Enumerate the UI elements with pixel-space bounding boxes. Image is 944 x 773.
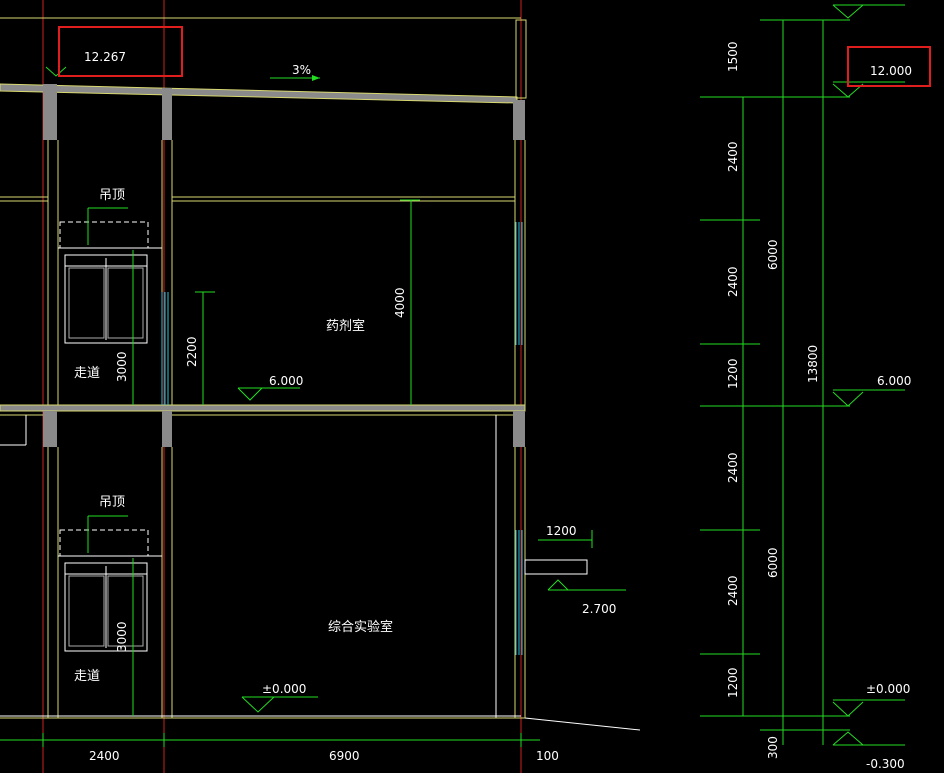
dim-text-right-overall: 13800 — [806, 345, 820, 383]
window-lower — [64, 562, 148, 652]
floor2-slab — [0, 404, 526, 718]
dim-text-right-seg-5: 2400 — [726, 452, 740, 483]
elevation-ground-right: ±0.000 — [866, 682, 910, 696]
room-label-lower: 综合实验室 — [328, 619, 393, 635]
dim-text-right-seg-6: 2400 — [726, 575, 740, 606]
window-pane — [107, 575, 144, 647]
window-pane — [68, 575, 105, 647]
glazing — [161, 222, 523, 655]
corridor-label-lower: 走道 — [74, 669, 100, 684]
highlight-box-roof-elevation — [58, 26, 183, 77]
floor2-slab-fill — [0, 404, 526, 412]
column-roof-a — [43, 84, 57, 140]
window-pane — [68, 267, 105, 339]
corridor-label-upper: 走道 — [74, 366, 100, 381]
column-f2-c — [513, 411, 525, 447]
level-mark-right-ground — [832, 701, 864, 717]
walls-upper — [0, 140, 526, 408]
corridor-windows — [64, 254, 148, 652]
dim-text-right-floor-1: 6000 — [766, 239, 780, 270]
level-mark-right-roof — [832, 83, 864, 98]
elevation-floor2-left: 6.000 — [269, 374, 303, 388]
dim-text-right-seg-2: 2400 — [726, 141, 740, 172]
column-f2-a — [43, 411, 57, 447]
dim-text-room-height-upper: 4000 — [393, 287, 407, 318]
level-mark-right-f2 — [832, 391, 864, 407]
dim-text-right-seg-7: 1200 — [726, 667, 740, 698]
ceiling-box — [59, 221, 149, 249]
level-mark-right-below — [832, 731, 864, 746]
column-f2-b — [162, 411, 172, 447]
elevation-below-right: -0.300 — [866, 757, 905, 771]
canopy — [524, 559, 641, 731]
ceiling-box — [59, 529, 149, 557]
elevation-roof-top: 12.267 — [84, 50, 126, 64]
room-label-upper: 药剂室 — [326, 318, 365, 334]
ground-slope — [524, 717, 641, 731]
ceiling-label-lower: 吊顶 — [99, 495, 125, 510]
dim-text-window-height: 2200 — [185, 336, 199, 367]
slope-arrow-head — [312, 75, 320, 81]
level-mark-roof — [45, 66, 67, 77]
level-mark-right-top — [832, 4, 864, 19]
walls-lower — [0, 447, 526, 719]
level-mark-ground — [241, 696, 275, 713]
elevation-ground-left: ±0.000 — [262, 682, 306, 696]
dim-text-right-seg-3: 2400 — [726, 266, 740, 297]
column-roof-c — [513, 100, 525, 140]
slope-label: 3% — [292, 63, 311, 77]
dim-text-corridor-lower: 3000 — [115, 621, 129, 652]
dimension-lines — [0, 4, 905, 747]
level-mark-canopy — [547, 579, 569, 591]
parapet-right — [515, 19, 527, 99]
elevation-floor2-right: 6.000 — [877, 374, 911, 388]
level-mark-f2 — [237, 387, 263, 401]
elevation-roof-right: 12.000 — [870, 64, 912, 78]
dim-text-bottom-1: 2400 — [89, 749, 120, 763]
column-roof-b — [162, 88, 172, 140]
ceiling-label-upper: 吊顶 — [99, 188, 125, 203]
highlight-box-right-elevation — [847, 46, 931, 87]
dim-text-right-seg-1: 1500 — [726, 41, 740, 72]
window-pane — [107, 267, 144, 339]
dim-text-bottom-2: 6900 — [329, 749, 360, 763]
dim-text-right-seg-8: 300 — [766, 736, 780, 759]
roof-slab — [0, 17, 527, 140]
dim-text-canopy-width: 1200 — [546, 524, 577, 538]
dim-text-corridor-upper: 3000 — [115, 351, 129, 382]
dim-text-right-seg-4: 1200 — [726, 358, 740, 389]
dim-text-right-floor-2: 6000 — [766, 547, 780, 578]
canopy-slab — [524, 559, 588, 575]
elevation-canopy: 2.700 — [582, 602, 616, 616]
window-upper — [64, 254, 148, 344]
dim-text-bottom-3: 100 — [536, 749, 559, 763]
